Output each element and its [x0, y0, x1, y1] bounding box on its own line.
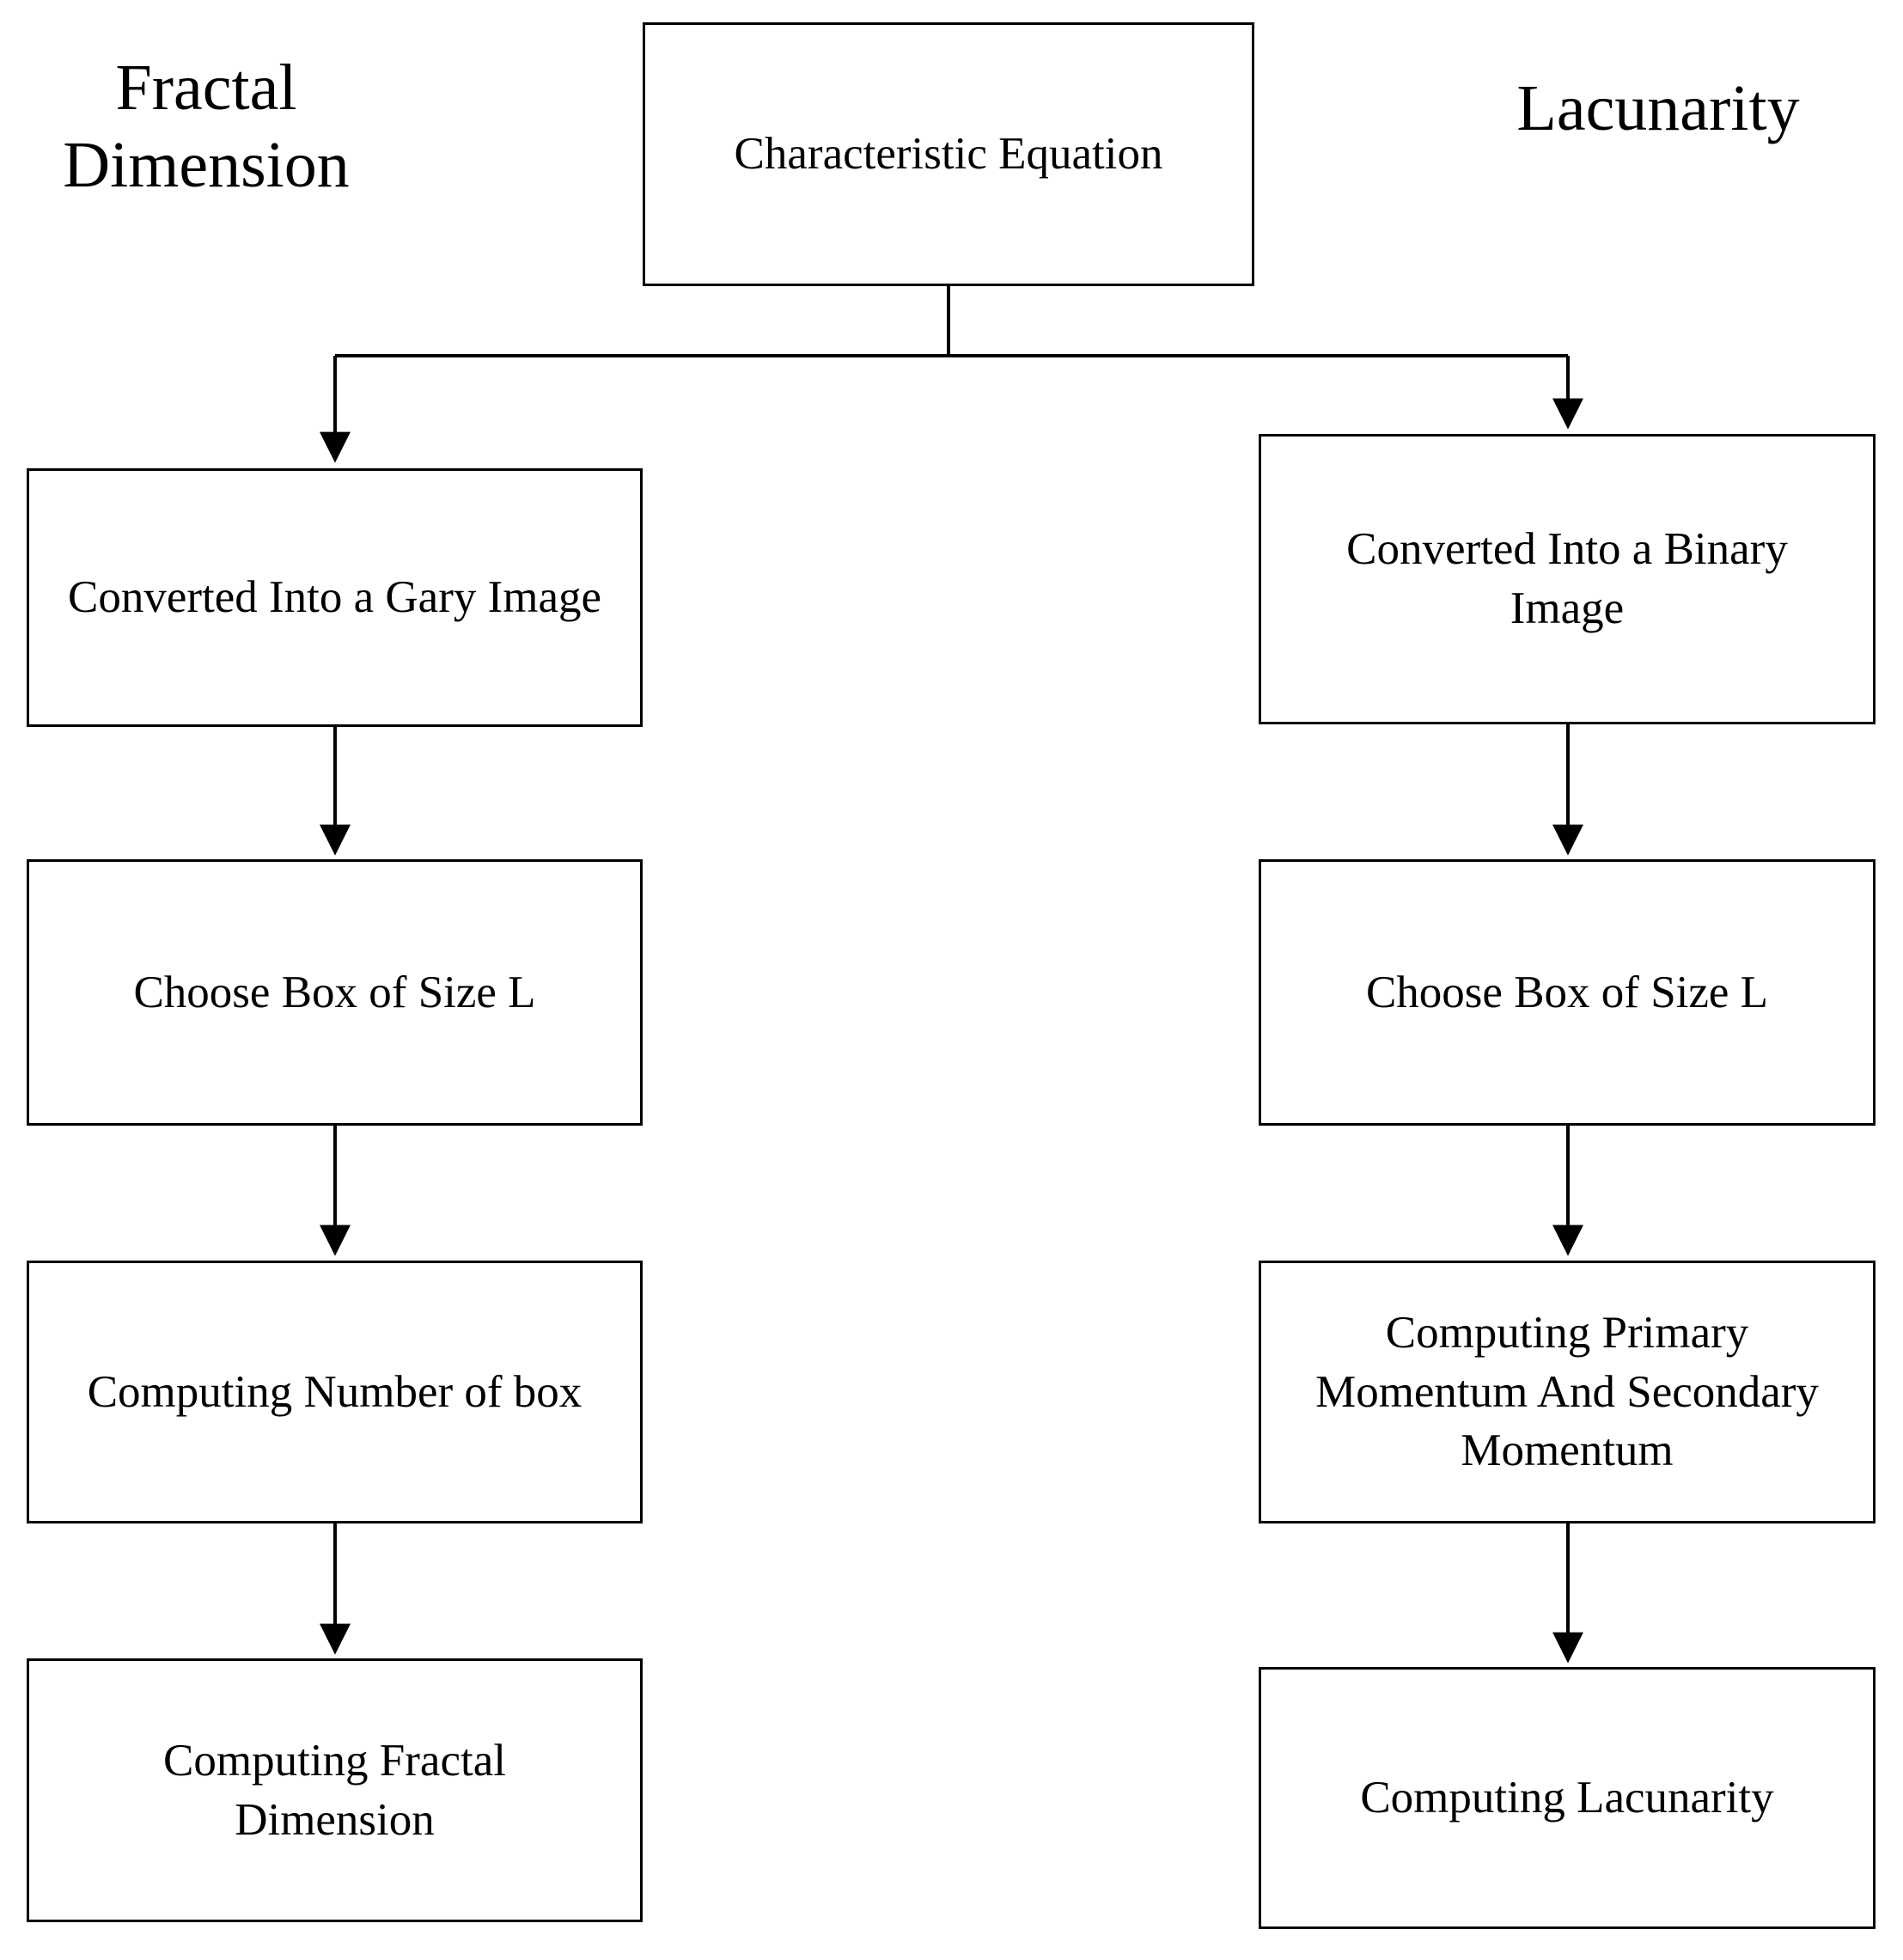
node-choose-box-of-size-l-right[interactable]: Choose Box of Size L	[1259, 859, 1876, 1126]
node-computing-number-of-box[interactable]: Computing Number of box	[27, 1261, 643, 1523]
node-characteristic-equation[interactable]: Characteristic Equation	[643, 22, 1254, 286]
node-computing-lacunarity[interactable]: Computing Lacunarity	[1259, 1667, 1876, 1929]
node-converted-into-binary-image[interactable]: Converted Into a Binary Image	[1259, 434, 1876, 724]
node-choose-box-of-size-l-left[interactable]: Choose Box of Size L	[27, 859, 643, 1126]
column-title-lacunarity: Lacunarity	[1516, 72, 1800, 144]
node-computing-primary-and-secondary-momentum[interactable]: Computing Primary Momentum And Secondary…	[1259, 1261, 1876, 1523]
column-title-fractal-dimension: Fractal Dimension	[63, 52, 350, 201]
node-computing-fractal-dimension[interactable]: Computing Fractal Dimension	[27, 1658, 643, 1922]
edge-root-split	[335, 286, 1568, 357]
node-converted-into-gray-image[interactable]: Converted Into a Gary Image	[27, 468, 643, 727]
